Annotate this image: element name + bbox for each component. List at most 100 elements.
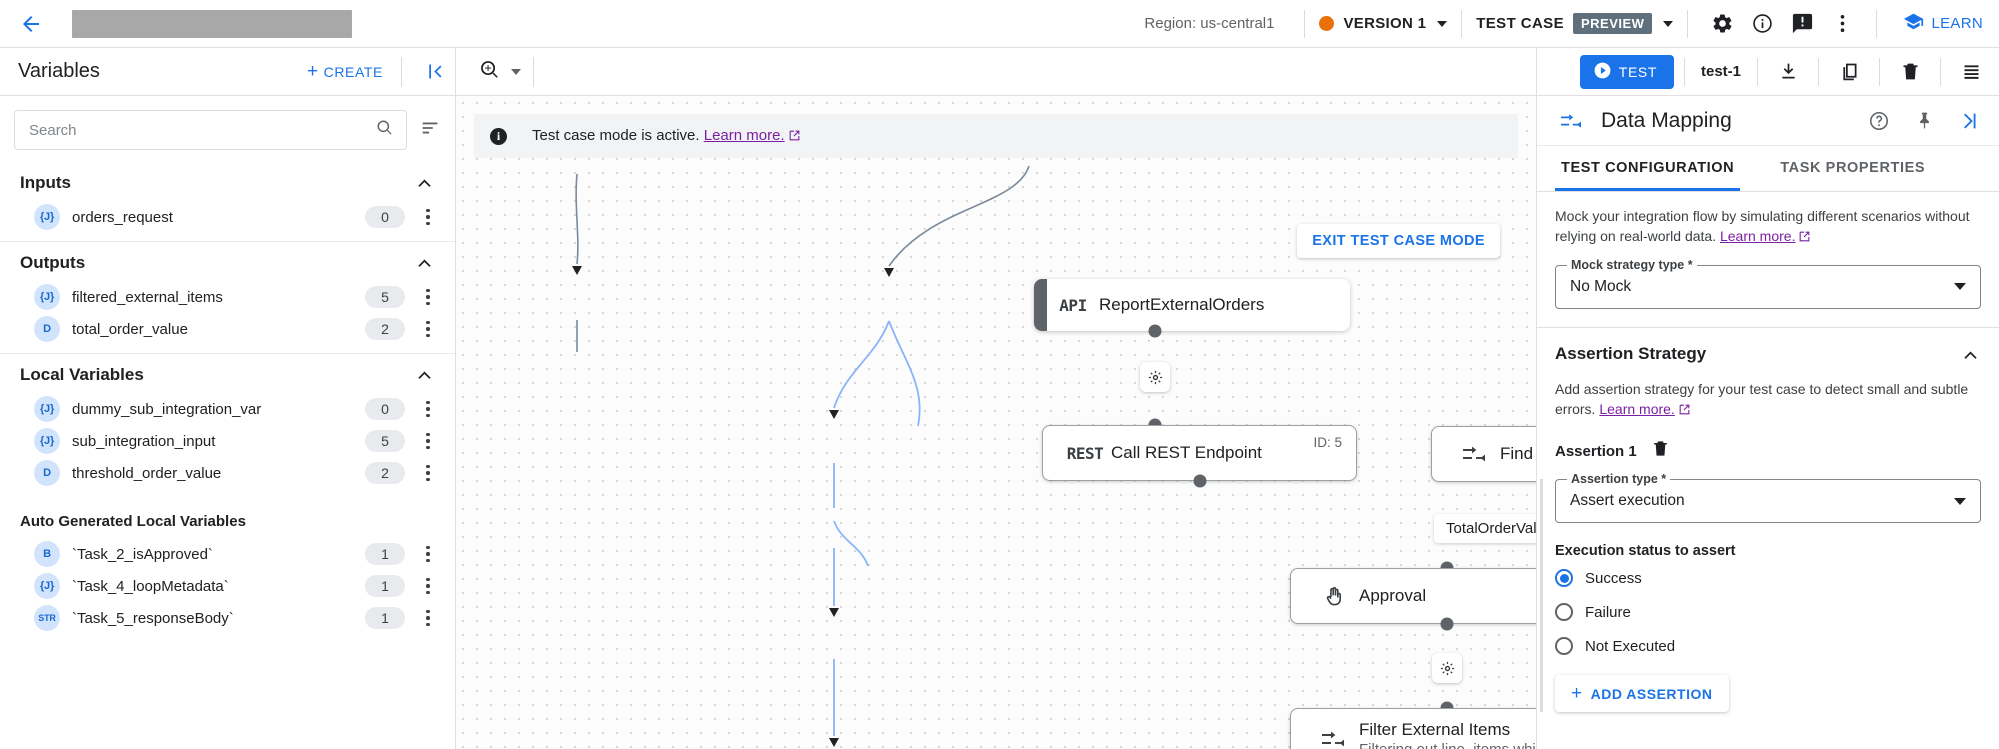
chevron-up-icon[interactable] [414,172,435,193]
list-item[interactable]: STR `Task_5_responseBody` 1 [0,602,455,634]
node-subtitle: Filtering out line_items whi… [1359,741,1536,749]
section-header-outputs[interactable]: Outputs [0,242,455,281]
node-find-total-order-price[interactable]: Find Total Order Price ID: 1 [1431,426,1536,482]
learn-more-link[interactable]: Learn more. [1599,400,1675,417]
divider [0,353,455,354]
node-call-rest-endpoint[interactable]: REST Call REST Endpoint ID: 5 [1042,425,1357,481]
chevron-up-icon[interactable] [414,252,435,273]
radio-label: Not Executed [1585,637,1676,655]
tab-task-properties[interactable]: TASK PROPERTIES [1780,160,1926,176]
more-vert-icon[interactable] [417,545,439,563]
create-label: CREATE [323,63,383,80]
list-item[interactable]: {J} sub_integration_input 5 [0,425,455,457]
run-test-button[interactable]: TEST [1579,54,1674,89]
integration-canvas[interactable]: i Test case mode is active. Learn more. … [456,96,1536,749]
download-icon[interactable] [1768,52,1808,92]
edge-condition-label[interactable]: TotalOrderValue Above … [1434,514,1536,543]
section-header-local-variables[interactable]: Local Variables [0,354,455,393]
assertion-type-select[interactable]: Assertion type * Assert execution [1555,472,1981,524]
divider [1461,9,1463,38]
list-item[interactable]: {J} orders_request 0 [0,201,455,233]
open-in-new-icon[interactable] [1678,401,1691,421]
radio-option-not-executed[interactable]: Not Executed [1555,631,1981,661]
node-report-external-orders[interactable]: API ReportExternalOrders [1034,279,1350,331]
exit-test-case-mode-button[interactable]: EXIT TEST CASE MODE [1297,224,1500,258]
list-item[interactable]: D total_order_value 2 [0,313,455,345]
more-vert-icon[interactable] [417,208,439,226]
back-arrow-icon[interactable] [14,7,48,41]
node-filter-external-items[interactable]: Filter External Items Filtering out line… [1290,708,1536,749]
more-vert-icon[interactable] [417,400,439,418]
panel-header: Data Mapping [1537,96,1999,146]
pin-icon[interactable] [1908,110,1941,131]
type-badge: B [34,541,60,567]
chevron-up-icon[interactable] [1960,344,1981,365]
field-label: Mock strategy type * [1567,257,1697,272]
delete-icon[interactable] [1890,52,1930,92]
node-approval[interactable]: Approval ID: 2 [1290,568,1536,624]
mock-strategy-select[interactable]: Mock strategy type * No Mock [1555,257,1981,309]
variables-title: Variables [18,60,100,82]
test-case-mode-banner: i Test case mode is active. Learn more. [474,114,1518,158]
divider [1757,57,1758,86]
list-icon[interactable] [1951,52,1991,92]
gear-icon[interactable] [1702,4,1742,44]
edge-settings-gear-icon[interactable] [1140,362,1170,392]
type-badge: {J} [34,428,60,454]
main-body: Inputs {J} orders_request 0 Outputs [0,96,1999,749]
section-header-inputs[interactable]: Inputs [0,162,455,201]
more-vert-icon[interactable] [417,464,439,482]
delete-icon[interactable] [1651,439,1670,463]
zoom-control[interactable] [478,58,521,86]
radio-option-success[interactable]: Success [1555,563,1981,593]
radio-option-failure[interactable]: Failure [1555,597,1981,627]
open-in-new-icon[interactable] [1798,228,1811,248]
type-badge: {J} [34,396,60,422]
type-badge: {J} [34,284,60,310]
version-selector[interactable]: VERSION 1 [1319,15,1448,32]
more-vert-icon[interactable] [1822,4,1862,44]
count-badge: 1 [365,575,405,597]
edge-settings-gear-icon[interactable] [1432,653,1462,683]
more-vert-icon[interactable] [417,577,439,595]
feedback-icon[interactable] [1782,4,1822,44]
help-icon[interactable] [1862,110,1896,132]
more-vert-icon[interactable] [417,288,439,306]
collapse-left-panel-icon[interactable] [414,61,455,82]
learn-more-link[interactable]: Learn more. [703,126,785,144]
section-title: Local Variables [20,364,144,384]
assertion-strategy-header[interactable]: Assertion Strategy [1555,328,1981,365]
sort-icon[interactable] [419,117,441,144]
list-item[interactable]: B `Task_2_isApproved` 1 [0,538,455,570]
open-in-new-icon[interactable] [788,129,801,146]
more-vert-icon[interactable] [417,432,439,450]
list-item[interactable]: {J} dummy_sub_integration_var 0 [0,393,455,425]
test-name-label[interactable]: test-1 [1700,63,1741,80]
add-assertion-button[interactable]: + ADD ASSERTION [1555,675,1729,713]
tab-test-configuration[interactable]: TEST CONFIGURATION [1555,146,1741,191]
chevron-up-icon[interactable] [414,364,435,385]
list-item[interactable]: D threshold_order_value 2 [0,457,455,489]
search-input[interactable] [29,121,375,139]
search-icon [375,118,394,142]
copy-icon[interactable] [1829,52,1869,92]
play-circle-icon [1593,61,1612,83]
collapse-right-panel-icon[interactable] [1953,110,1987,132]
info-icon[interactable] [1742,4,1782,44]
learn-more-link[interactable]: Learn more. [1719,228,1796,245]
learn-button[interactable]: LEARN [1891,11,1989,36]
count-badge: 0 [365,398,405,420]
search-box[interactable] [14,110,407,150]
more-vert-icon[interactable] [417,609,439,627]
radio-icon [1555,569,1573,588]
radio-group-title: Execution status to assert [1555,543,1736,560]
create-variable-button[interactable]: + CREATE [301,62,389,81]
node-body: Find Total Order Price [1500,444,1536,464]
more-vert-icon[interactable] [417,320,439,338]
list-item[interactable]: {J} `Task_4_loopMetadata` 1 [0,570,455,602]
assertion-1-body: Assertion type * Assert execution Execut… [1540,472,1981,713]
list-item[interactable]: {J} filtered_external_items 5 [0,281,455,313]
test-case-selector[interactable]: TEST CASE PREVIEW [1476,13,1674,34]
panel-content: Mock your integration flow by simulating… [1537,192,1999,749]
